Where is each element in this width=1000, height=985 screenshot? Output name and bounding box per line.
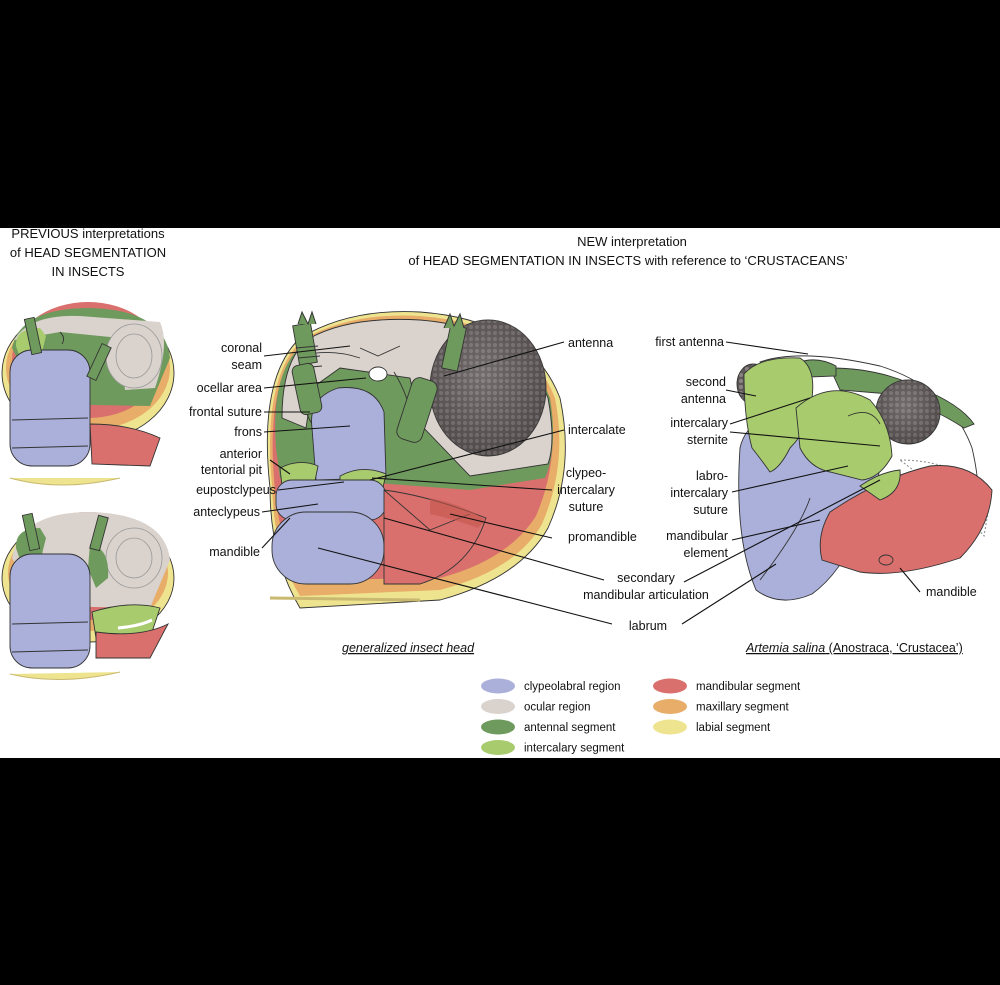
caption-artemia-rest: (Anostraca, ‘Crustacea’) bbox=[825, 641, 963, 655]
label-second-antenna-2: antenna bbox=[681, 392, 726, 406]
label-intercalate: intercalate bbox=[568, 423, 626, 437]
label-labro-intercalary-1: labro- bbox=[696, 469, 728, 483]
label-secondary-articulation-1: secondary bbox=[617, 571, 675, 585]
legend: clypeolabral region mandibular segment ocu… bbox=[481, 678, 801, 755]
previous-head-1 bbox=[1, 302, 175, 486]
legend-swatch-maxillary-segment bbox=[653, 699, 687, 714]
label-mandibular-element-2: element bbox=[684, 546, 729, 560]
legend-label-antennal-segment: antennal segment bbox=[524, 722, 616, 734]
label-coronal-seam-1: coronal bbox=[221, 341, 262, 355]
label-clypeo-intercalary-1: clypeo- bbox=[566, 466, 606, 480]
label-clypeo-intercalary-2: intercalary bbox=[557, 483, 615, 497]
figure-panel: PREVIOUS interpretations of HEAD SEGMENT… bbox=[0, 228, 1000, 758]
legend-swatch-labial-segment bbox=[653, 719, 687, 735]
legend-swatch-antennal-segment bbox=[481, 719, 515, 735]
label-second-antenna-1: second bbox=[686, 375, 726, 389]
leader-lines bbox=[261, 341, 921, 625]
label-coronal-seam-2: seam bbox=[231, 358, 262, 372]
legend-label-mandibular-segment: mandibular segment bbox=[696, 681, 801, 693]
previous-title-line3: IN INSECTS bbox=[52, 264, 125, 279]
label-secondary-articulation-2: mandibular articulation bbox=[583, 588, 709, 602]
previous-title-line2: of HEAD SEGMENTATION bbox=[10, 245, 166, 260]
legend-swatch-intercalary-segment bbox=[481, 740, 515, 755]
legend-label-intercalary-segment: intercalary segment bbox=[524, 743, 625, 755]
previous-title-line1: PREVIOUS interpretations bbox=[11, 228, 165, 241]
label-mandible-right: mandible bbox=[926, 585, 977, 599]
label-clypeo-intercalary-3: suture bbox=[569, 500, 604, 514]
legend-label-ocular-region: ocular region bbox=[524, 702, 590, 714]
caption-artemia-italic: Artemia salina bbox=[745, 641, 825, 655]
legend-label-clypeolabral-region: clypeolabral region bbox=[524, 681, 621, 693]
head-segmentation-figure: PREVIOUS interpretations of HEAD SEGMENT… bbox=[1, 228, 993, 755]
legend-swatch-clypeolabral-region bbox=[481, 678, 515, 694]
label-antenna: antenna bbox=[568, 336, 613, 350]
label-ocellar-area: ocellar area bbox=[197, 381, 262, 395]
label-first-antenna: first antenna bbox=[655, 335, 724, 349]
new-title-line2: of HEAD SEGMENTATION IN INSECTS with ref… bbox=[408, 253, 847, 268]
label-mandible-left: mandible bbox=[209, 545, 260, 559]
caption-artemia: Artemia salina (Anostraca, ‘Crustacea’) bbox=[745, 641, 963, 655]
label-anterior-tentorial-pit-2: tentorial pit bbox=[201, 463, 263, 477]
label-mandibular-element-1: mandibular bbox=[666, 529, 728, 543]
previous-head-2 bbox=[1, 512, 175, 681]
label-intercalary-sternite-2: sternite bbox=[687, 433, 728, 447]
generalized-insect-head bbox=[266, 310, 566, 609]
label-frons: frons bbox=[234, 425, 262, 439]
label-labro-intercalary-3: suture bbox=[693, 503, 728, 517]
label-intercalary-sternite-1: intercalary bbox=[670, 416, 728, 430]
legend-swatch-mandibular-segment bbox=[653, 678, 687, 694]
label-labrum: labrum bbox=[629, 619, 667, 633]
legend-label-labial-segment: labial segment bbox=[696, 722, 771, 734]
label-eupostclypeus: eupostclypeus bbox=[196, 483, 276, 497]
label-labro-intercalary-2: intercalary bbox=[670, 486, 728, 500]
new-title-line1: NEW interpretation bbox=[577, 234, 687, 249]
caption-generalized-insect-head: generalized insect head bbox=[342, 641, 475, 655]
legend-label-maxillary-segment: maxillary segment bbox=[696, 702, 789, 714]
label-anterior-tentorial-pit-1: anterior bbox=[220, 447, 262, 461]
artemia-head bbox=[736, 355, 993, 601]
legend-swatch-ocular-region bbox=[481, 699, 515, 714]
label-frontal-suture: frontal suture bbox=[189, 405, 262, 419]
label-anteclypeus: anteclypeus bbox=[193, 505, 260, 519]
label-promandible: promandible bbox=[568, 530, 637, 544]
